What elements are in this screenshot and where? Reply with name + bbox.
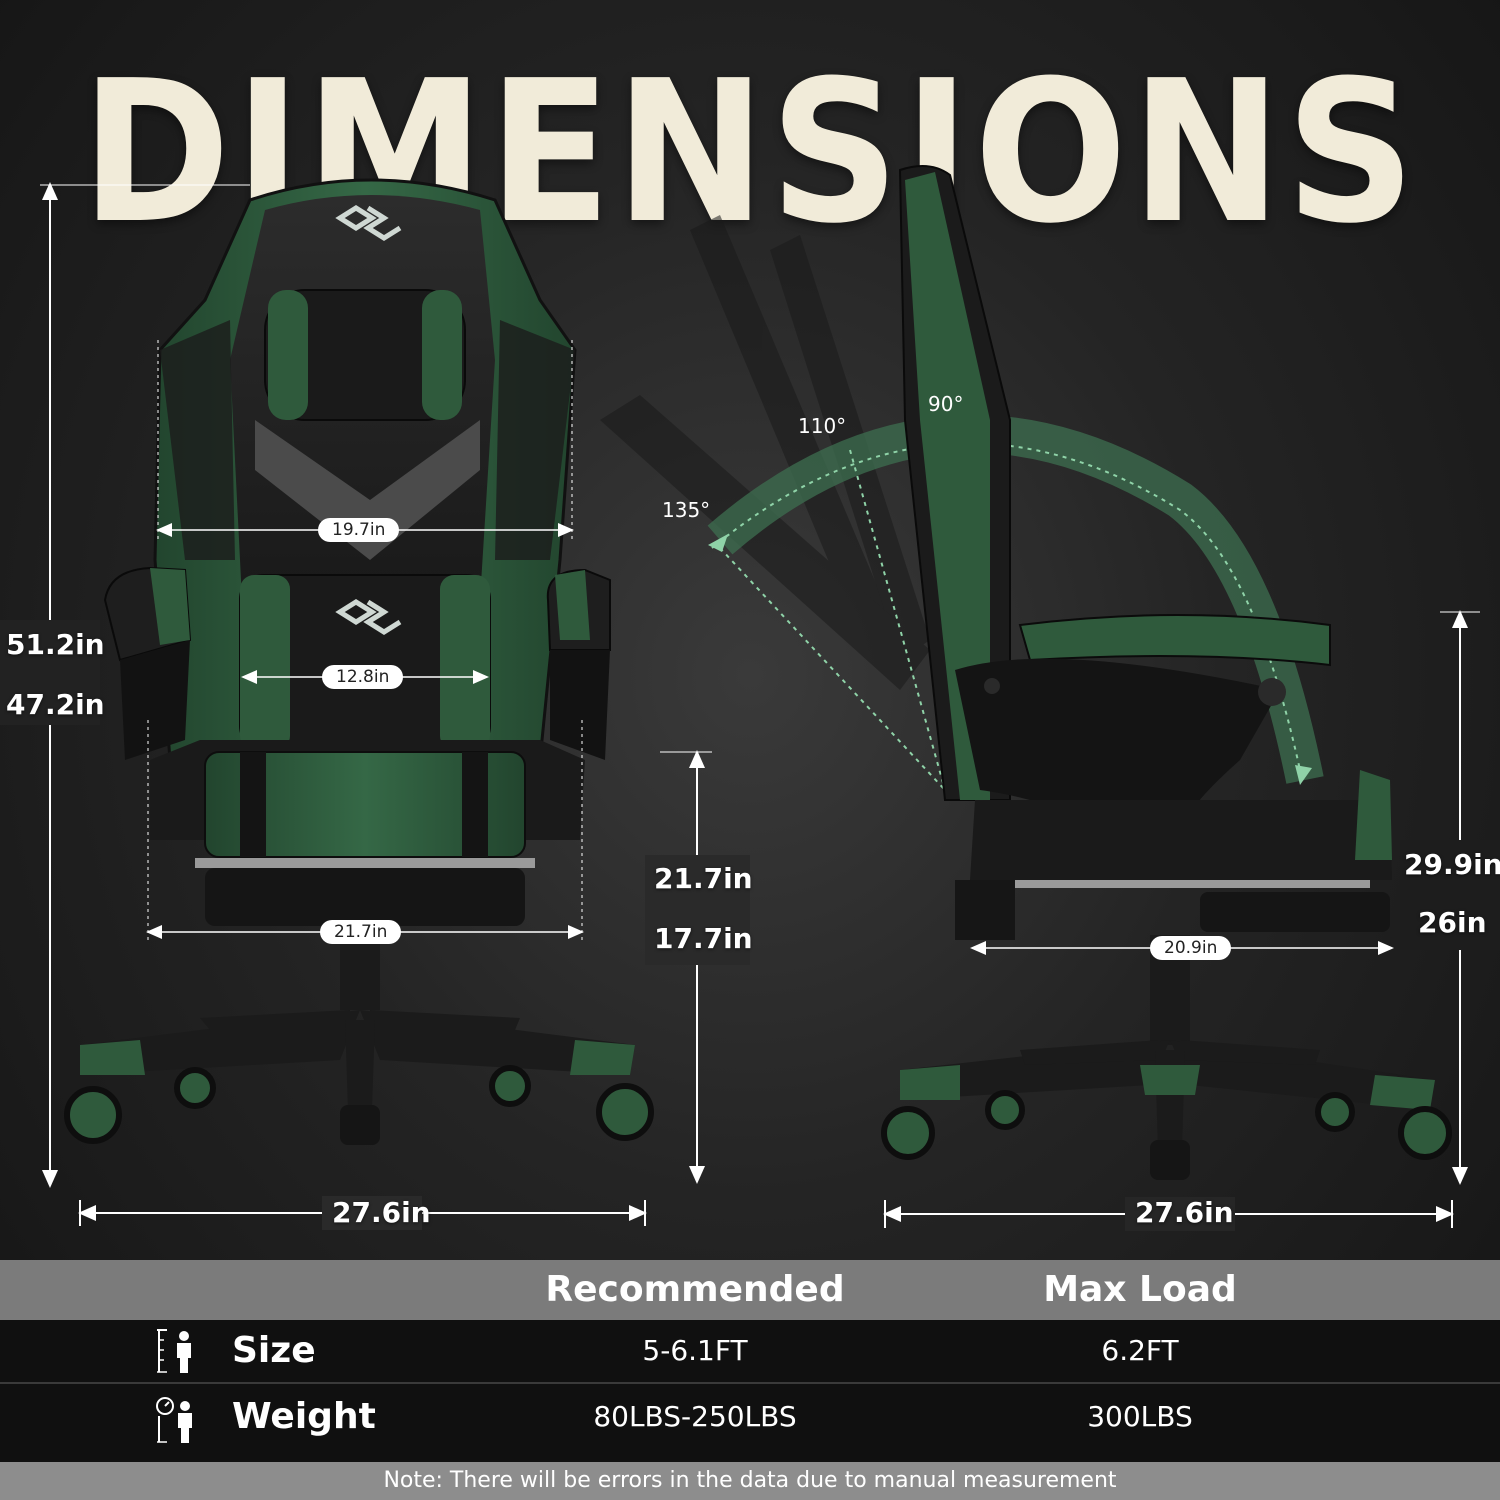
angle-135-label: 135° [662, 498, 711, 522]
spec-table-header: Recommended Max Load [0, 1260, 1500, 1320]
person-weight-icon [156, 1397, 192, 1443]
label-mask [645, 855, 750, 965]
column-max-load: Max Load [1043, 1269, 1237, 1310]
spec-row-weight: Weight 80LBS-250LBS 300LBS [0, 1384, 1500, 1462]
label-mask [0, 620, 100, 725]
armrest-height-max-label: 29.9in [1404, 848, 1500, 881]
front-base-width-label: 27.6in [332, 1196, 431, 1229]
spec-label-size: Size [232, 1330, 316, 1371]
seat-width-label: 21.7in [320, 920, 402, 944]
label-mask [322, 1196, 422, 1230]
backrest-width-label: 19.7in [318, 518, 400, 542]
angle-90-label: 90° [928, 392, 964, 416]
label-mask [1400, 840, 1500, 950]
measurement-note: Note: There will be errors in the data d… [0, 1462, 1500, 1500]
spec-row-size: Size 5-6.1FT 6.2FT [0, 1320, 1500, 1382]
spec-label-weight: Weight [232, 1396, 376, 1437]
chair-illustrations [40, 165, 1480, 1228]
seat-height-min-label: 17.7in [654, 922, 753, 955]
spec-weight-recommended: 80LBS-250LBS [593, 1400, 797, 1433]
side-base-width-label: 27.6in [1135, 1196, 1234, 1229]
brand-logo [335, 205, 402, 241]
height-max-label: 51.2in [6, 628, 105, 661]
spec-weight-max: 300LBS [1087, 1400, 1193, 1433]
column-recommended: Recommended [545, 1269, 845, 1310]
height-min-label: 47.2in [6, 688, 105, 721]
armrest-height-min-label: 26in [1418, 906, 1487, 939]
lumbar-width-label: 12.8in [322, 665, 404, 689]
label-mask [1125, 1197, 1235, 1231]
side-chair [881, 165, 1452, 1180]
seat-depth-label: 20.9in [1150, 936, 1232, 960]
spec-size-max: 6.2FT [1101, 1334, 1179, 1367]
spec-size-recommended: 5-6.1FT [642, 1334, 748, 1367]
seat-height-max-label: 21.7in [654, 862, 753, 895]
spec-table: Recommended Max Load Size 5-6.1FT 6.2FT [0, 1260, 1500, 1500]
front-chair [64, 178, 654, 1145]
person-height-icon [157, 1329, 191, 1373]
angle-110-label: 110° [798, 414, 847, 438]
row-divider [0, 1382, 1500, 1384]
